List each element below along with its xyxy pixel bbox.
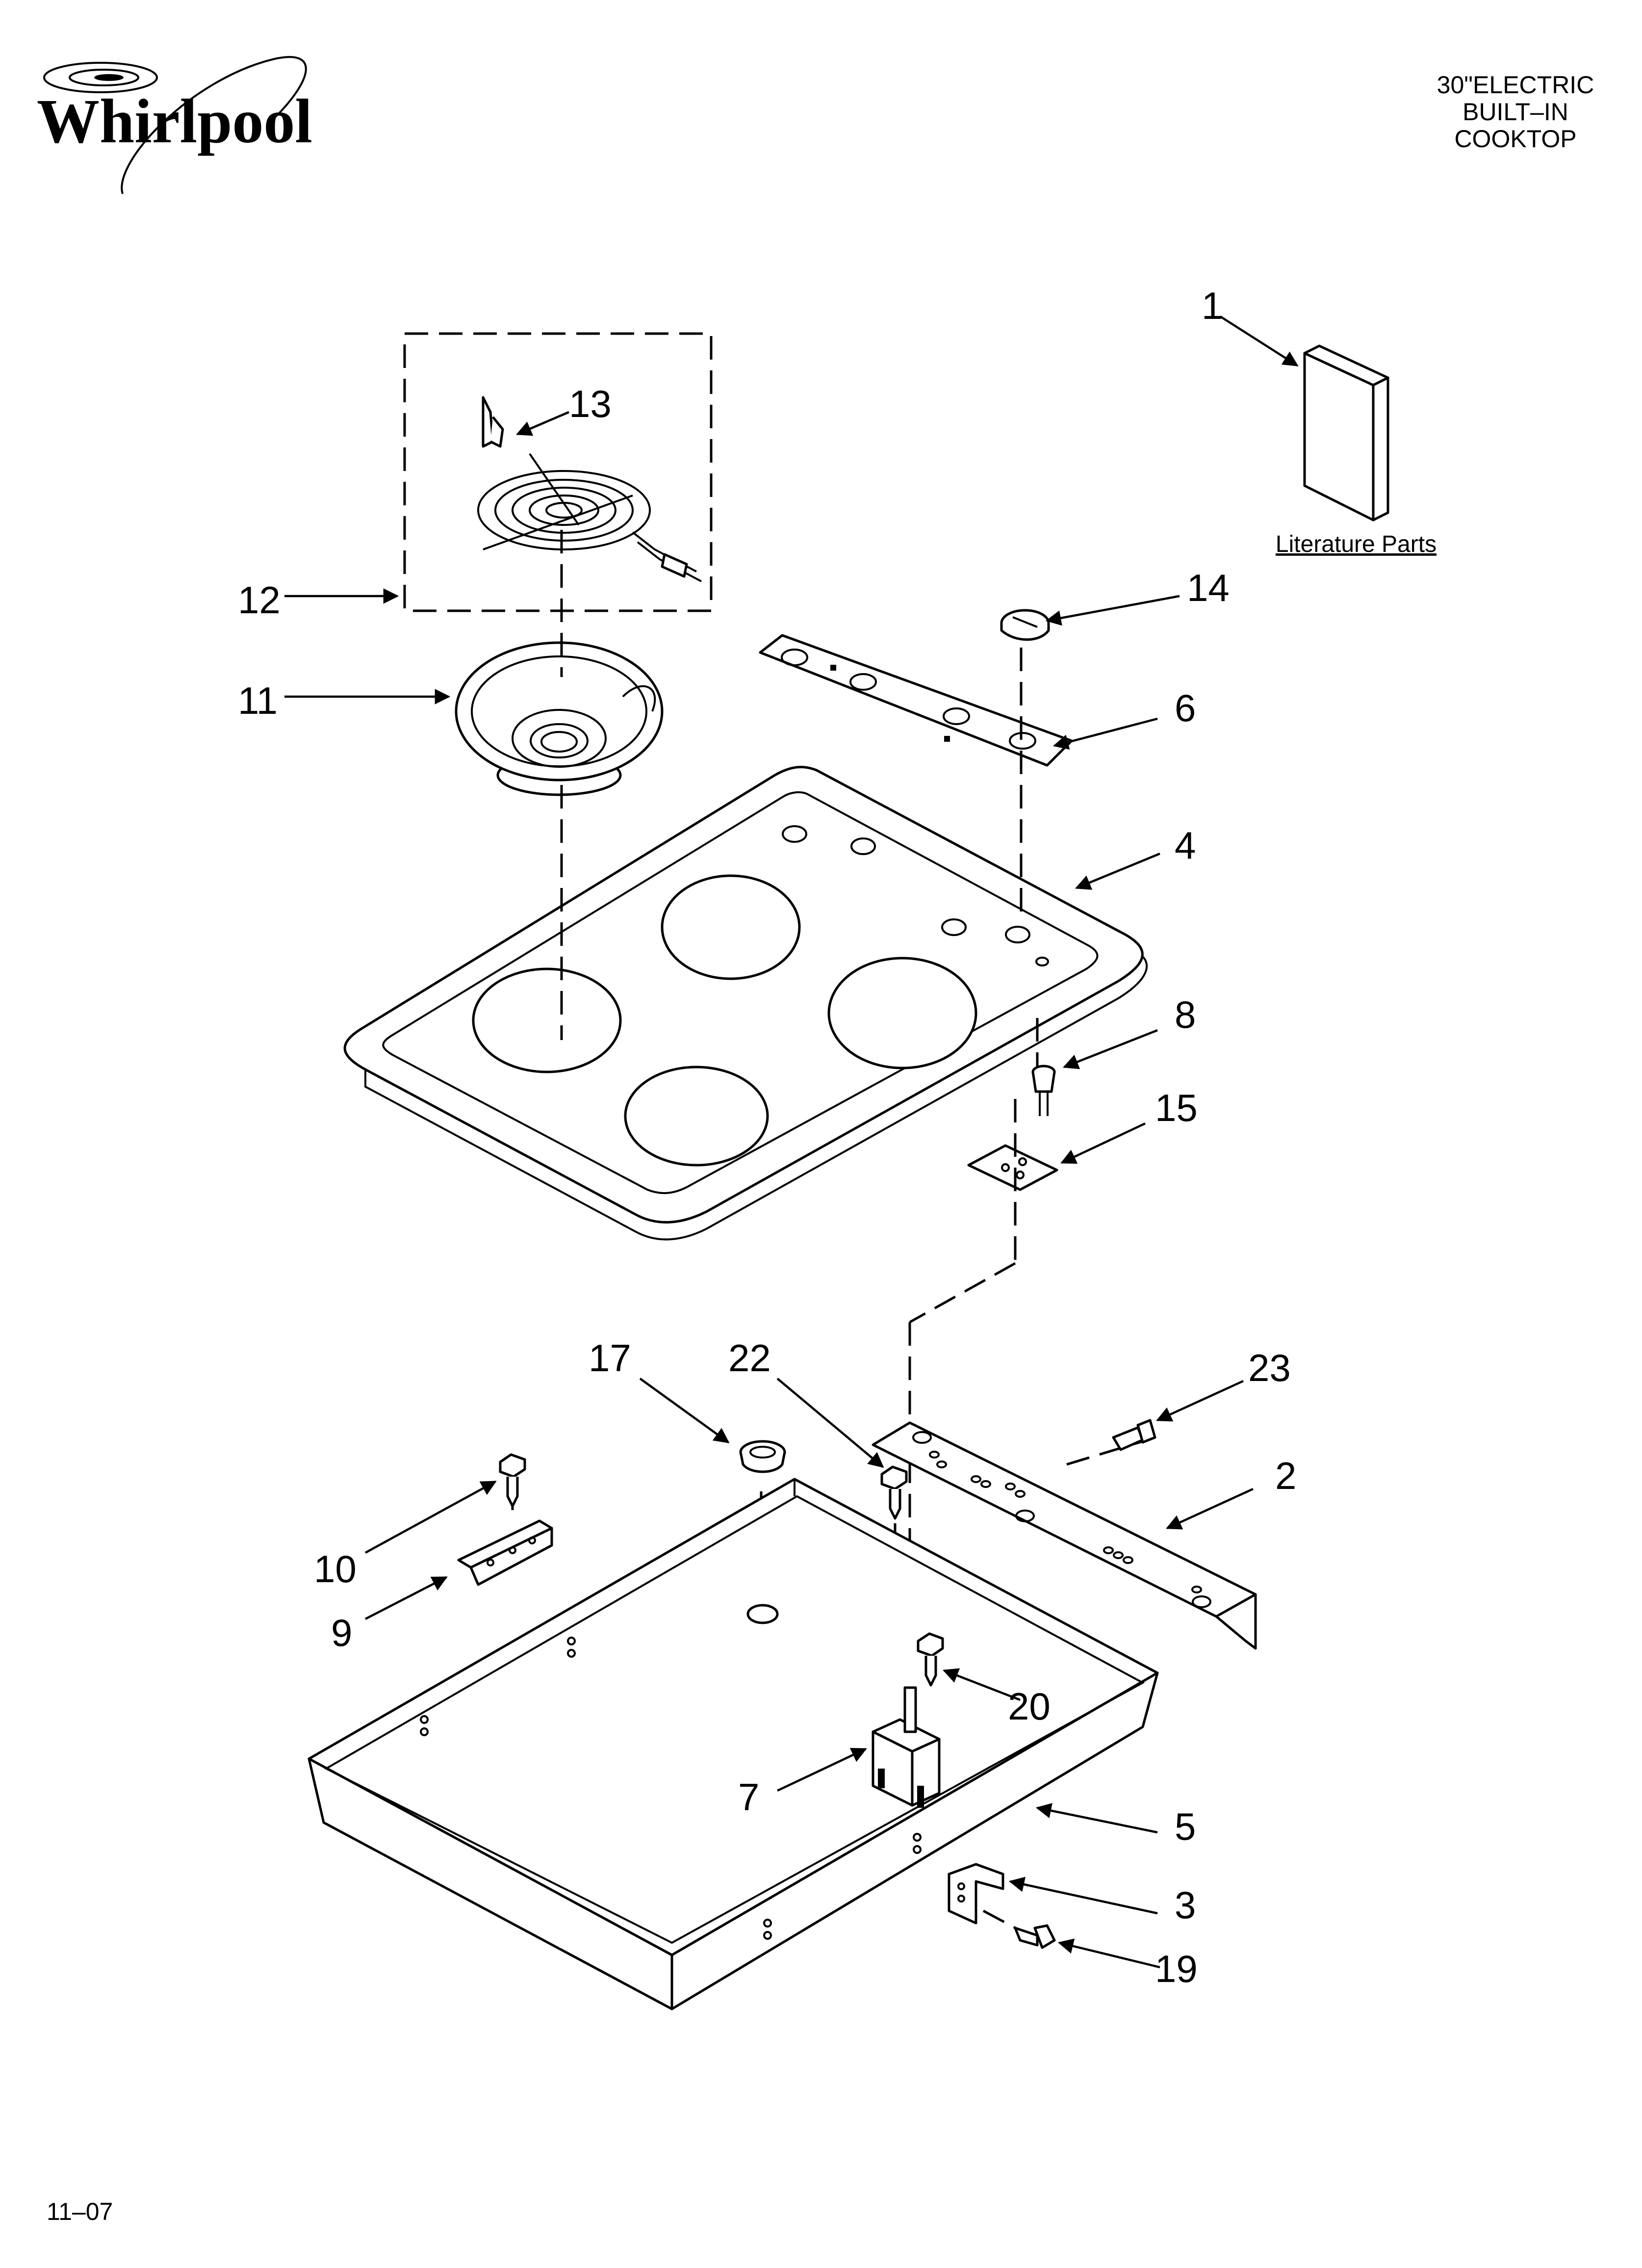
screw-19 (1014, 1924, 1056, 1949)
callout-5: 5 (1175, 1805, 1196, 1848)
callout-2: 2 (1275, 1454, 1296, 1497)
title-line-1: 30"ELECTRIC (1437, 71, 1594, 99)
callout-10: 10 (314, 1547, 357, 1590)
screw-10 (499, 1453, 526, 1508)
bracket-3 (948, 1863, 1004, 1925)
callout-12: 12 (238, 578, 281, 622)
control-bracket (872, 1421, 1257, 1650)
leader-arrows (284, 411, 1254, 1969)
callout-20: 20 (1008, 1685, 1051, 1728)
literature-parts-label: Literature Parts (1276, 531, 1437, 557)
control-knob (1000, 609, 1050, 641)
callout-14: 14 (1187, 566, 1230, 609)
infinite-switch (872, 1686, 941, 1808)
callout-1: 1 (1202, 284, 1223, 327)
whirlpool-logo: Whirlpool (37, 56, 312, 194)
indicator-light (1031, 1065, 1056, 1116)
callout-3: 3 (1175, 1883, 1196, 1927)
callout-6: 6 (1175, 686, 1196, 730)
mounting-plate (967, 1144, 1058, 1191)
callout-23: 23 (1248, 1346, 1291, 1389)
literature-parts: Literature Parts (1219, 315, 1437, 557)
screw-20 (917, 1632, 944, 1687)
callout-11: 11 (238, 679, 278, 722)
callout-4: 4 (1175, 824, 1196, 867)
callout-numbers: 1 2 3 4 5 6 7 8 9 10 11 12 13 14 15 17 1… (238, 284, 1296, 1990)
surface-element-assembly (403, 332, 713, 612)
title-line-3: COOKTOP (1454, 125, 1576, 153)
diagram-title: 30"ELECTRIC BUILT–IN COOKTOP (1437, 71, 1594, 153)
callout-17: 17 (589, 1336, 631, 1380)
callout-22: 22 (728, 1336, 771, 1380)
grommet (739, 1440, 786, 1473)
callout-9: 9 (331, 1611, 352, 1654)
callout-15: 15 (1155, 1086, 1198, 1129)
callout-19: 19 (1155, 1947, 1198, 1990)
burner-box (308, 1478, 1159, 2010)
callout-8: 8 (1175, 993, 1196, 1036)
brand-wordmark: Whirlpool (37, 86, 312, 156)
bracket-9 (457, 1519, 553, 1586)
drip-bowl (455, 641, 664, 796)
screw-22 (880, 1465, 908, 1520)
cooktop-top (343, 765, 1148, 1241)
callout-7: 7 (738, 1775, 759, 1819)
control-panel-overlay (759, 634, 1073, 767)
callout-13: 13 (569, 382, 612, 425)
date-code: 11–07 (47, 2198, 113, 2225)
screw-23 (1112, 1419, 1156, 1451)
title-line-2: BUILT–IN (1462, 98, 1568, 126)
